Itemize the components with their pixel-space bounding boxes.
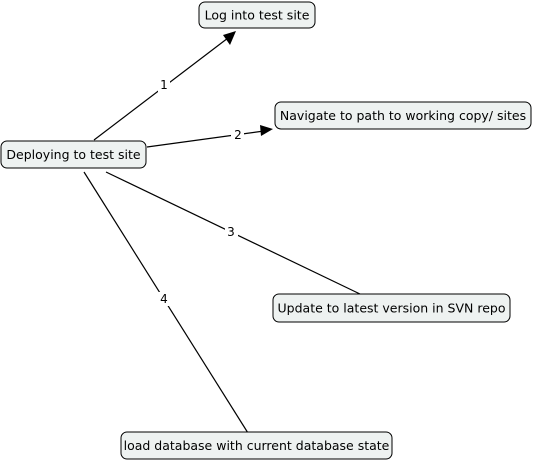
node-load-database[interactable]: load database with current database stat… — [120, 431, 393, 460]
edge-4-label: 4 — [160, 292, 168, 306]
edge-3-label: 3 — [227, 225, 235, 239]
edge-1-arrowhead — [223, 31, 236, 45]
edge-1-label: 1 — [160, 78, 168, 92]
node-load-database-label: load database with current database stat… — [124, 438, 390, 453]
node-update-to-latest-version[interactable]: Update to latest version in SVN repo — [272, 293, 511, 323]
node-log-into-test-site[interactable]: Log into test site — [198, 1, 316, 29]
edge-2: 2 — [146, 125, 273, 148]
node-deploying-to-test-site-label: Deploying to test site — [6, 147, 140, 162]
node-deploying-to-test-site[interactable]: Deploying to test site — [0, 140, 147, 169]
edge-2-label: 2 — [234, 128, 242, 142]
node-navigate-to-path[interactable]: Navigate to path to working copy/ sites — [274, 101, 532, 130]
edge-4: 4 — [83, 171, 249, 434]
node-navigate-to-path-label: Navigate to path to working copy/ sites — [280, 108, 526, 123]
edge-2-line — [146, 130, 265, 148]
edge-1: 1 — [93, 31, 236, 141]
edge-3: 3 — [105, 171, 361, 295]
node-update-to-latest-version-label: Update to latest version in SVN repo — [278, 301, 506, 316]
node-log-into-test-site-label: Log into test site — [205, 8, 310, 23]
edge-2-arrowhead — [260, 125, 273, 136]
